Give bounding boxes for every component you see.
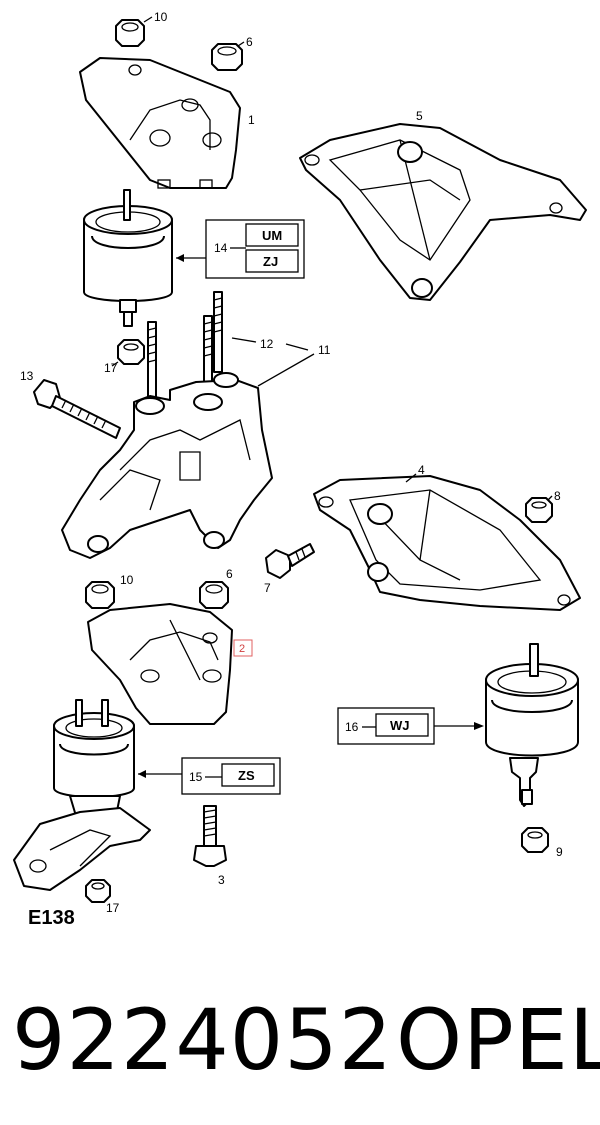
nut-10-lower: [85, 581, 115, 609]
bracket-5: [299, 123, 587, 301]
callout-3: 3: [218, 873, 225, 887]
code-box-zj: ZJ: [245, 249, 299, 273]
bracket-1: [79, 57, 241, 189]
code-zj: ZJ: [263, 254, 278, 269]
nut-8: [525, 497, 553, 523]
callout-5: 5: [416, 109, 423, 123]
callout-12: 12: [260, 337, 274, 351]
callout-14: 14: [214, 241, 228, 255]
code-box-wj: WJ: [375, 713, 429, 737]
nut-9: [521, 827, 549, 853]
bracket-11: [61, 372, 273, 559]
callout-15: 15: [189, 770, 203, 784]
bolt-7: [265, 543, 315, 579]
nut-17-upper: [117, 339, 145, 365]
callout-17-lower: 17: [106, 901, 120, 915]
callout-6-top: 6: [246, 35, 253, 49]
diagram-reference: E138: [28, 907, 75, 929]
callout-8: 8: [554, 489, 561, 503]
nut-10-top: [115, 19, 145, 47]
code-wj: WJ: [390, 718, 410, 733]
bolt-13: [33, 379, 121, 439]
footer: 9224052 OPEL: [0, 985, 600, 1095]
engine-mount-exploded-diagram: 10 6 1 14 UM ZJ: [13, 10, 587, 929]
callout-1: 1: [248, 113, 255, 127]
code-um: UM: [262, 228, 282, 243]
mount-14: [83, 189, 173, 327]
bracket-4: [313, 475, 581, 611]
callout-2: 2: [239, 643, 245, 655]
callout-6-lower: 6: [226, 567, 233, 581]
callout-4: 4: [418, 463, 425, 477]
mount-15: [13, 699, 151, 891]
bolt-3: [193, 805, 227, 867]
callout-10-lower: 10: [120, 573, 134, 587]
callout-13: 13: [20, 369, 34, 383]
callout-7: 7: [264, 581, 271, 595]
code-zs: ZS: [238, 768, 255, 783]
callout-16: 16: [345, 720, 359, 734]
part-number: 9224052: [12, 991, 394, 1089]
callout-9: 9: [556, 845, 563, 859]
callout-10-top: 10: [154, 10, 168, 24]
code-box-um: UM: [245, 223, 299, 247]
brand-name: OPEL: [396, 991, 600, 1089]
callout-17-upper: 17: [104, 361, 118, 375]
nut-17-lower: [85, 879, 111, 903]
bracket-2: [87, 603, 233, 725]
nut-6-top: [211, 43, 243, 71]
stud-12c: [213, 291, 223, 373]
code-box-zs: ZS: [221, 763, 275, 787]
callout-11: 11: [318, 343, 331, 357]
nut-6-lower: [199, 581, 229, 609]
mount-16: [485, 643, 579, 807]
